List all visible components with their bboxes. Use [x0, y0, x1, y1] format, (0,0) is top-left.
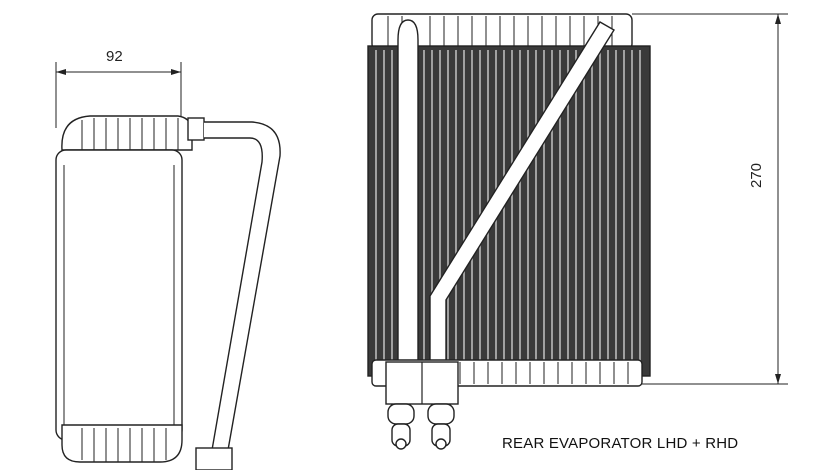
front-vertical-pipe — [397, 19, 419, 367]
side-core — [55, 149, 183, 441]
side-bottom-tank — [61, 424, 183, 463]
height-dimension-line — [632, 13, 788, 385]
side-bottom-tank-ribs — [81, 428, 167, 462]
side-fitting — [187, 117, 205, 141]
front-pipe-fittings — [387, 403, 455, 450]
side-top-tank-ribs — [81, 118, 179, 150]
side-top-tank — [61, 115, 193, 151]
side-view — [55, 62, 281, 470]
side-pipe — [204, 121, 281, 451]
height-dimension-label: 270 — [748, 162, 765, 188]
front-bottom-tank-ribs — [459, 362, 629, 384]
width-dimension-label: 92 — [106, 48, 123, 65]
product-caption: REAR EVAPORATOR LHD + RHD — [502, 435, 739, 452]
front-view — [367, 13, 788, 450]
side-pipe-end — [195, 447, 233, 470]
